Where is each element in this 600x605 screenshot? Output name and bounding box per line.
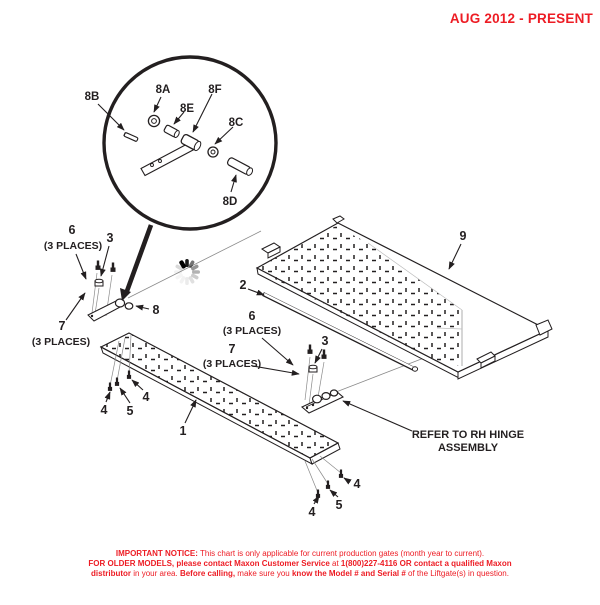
- notice-line3-rest1: in your area.: [131, 569, 180, 578]
- notice-line3-bold2: Before calling,: [179, 569, 236, 578]
- notice-line1-bold: IMPORTANT NOTICE:: [115, 549, 198, 558]
- revision-date-text: AUG 2012 - PRESENT: [449, 11, 593, 26]
- refer-note-line1: REFER TO RH HINGE: [412, 429, 524, 441]
- rh-hinge-assembly: [300, 356, 345, 414]
- notice-line2-bold2: 1(800)227-4116 OR contact a qualified Ma…: [340, 559, 512, 568]
- platform-main-section: [99, 332, 341, 466]
- callout-8: 8: [153, 303, 160, 317]
- callout-6-mid: 6: [249, 309, 256, 323]
- callout-7-left-qualifier: (3 PLACES): [32, 336, 90, 348]
- callout-4-b: 4: [143, 390, 150, 404]
- detail-label-8b: 8B: [85, 91, 100, 103]
- callout-3-left: 3: [107, 231, 114, 245]
- callout-6-left: 6: [69, 223, 76, 237]
- fasteners: [94, 260, 344, 498]
- callout-6-mid-qualifier: (3 PLACES): [223, 325, 281, 337]
- detail-label-8c: 8C: [229, 117, 244, 129]
- loading-spinner-icon: [174, 259, 200, 285]
- callout-5-b: 5: [336, 498, 343, 512]
- callout-4-a: 4: [101, 403, 108, 417]
- callout-9: 9: [460, 229, 467, 243]
- callout-7-mid: 7: [229, 342, 236, 356]
- callout-2: 2: [240, 278, 247, 292]
- torsion-rod: [262, 292, 419, 372]
- callout-4-d: 4: [309, 505, 316, 519]
- notice-line3-bold3: know the Model # and Serial #: [291, 569, 406, 578]
- notice-line-1: IMPORTANT NOTICE: This chart is only app…: [0, 549, 600, 559]
- detail-label-8a: 8A: [156, 84, 171, 96]
- detail-label-8d: 8D: [223, 196, 238, 208]
- callout-7-mid-qualifier: (3 PLACES): [203, 358, 261, 370]
- callout-1: 1: [180, 424, 187, 438]
- callout-4-c: 4: [354, 477, 361, 491]
- callout-5-a: 5: [127, 404, 134, 418]
- detail-circle: 8B 8A 8E 8F 8C 8D: [85, 55, 278, 301]
- notice-line2-rest1: at: [329, 559, 341, 568]
- notice-line-2: FOR OLDER MODELS, please contact Maxon C…: [0, 559, 600, 569]
- notice-line3-bold1: distributor: [91, 569, 132, 578]
- notice-line-3: distributor in your area. Before calling…: [0, 569, 600, 579]
- platform-folding-section: [127, 215, 553, 393]
- callout-6-left-qualifier: (3 PLACES): [44, 240, 102, 252]
- callout-7-left: 7: [59, 319, 66, 333]
- callout-3-mid: 3: [322, 334, 329, 348]
- detail-label-8e: 8E: [180, 103, 194, 115]
- detail-label-8f: 8F: [208, 84, 221, 96]
- important-notice: IMPORTANT NOTICE: This chart is only app…: [0, 549, 600, 579]
- notice-line2-bold1: FOR OLDER MODELS, please contact Maxon C…: [88, 559, 330, 568]
- notice-line3-rest2: make sure you: [235, 569, 292, 578]
- notice-line1-rest: This chart is only applicable for curren…: [197, 549, 485, 558]
- notice-line3-rest3: of the Liftgate(s) in question.: [405, 569, 509, 578]
- refer-note-line2: ASSEMBLY: [438, 442, 499, 454]
